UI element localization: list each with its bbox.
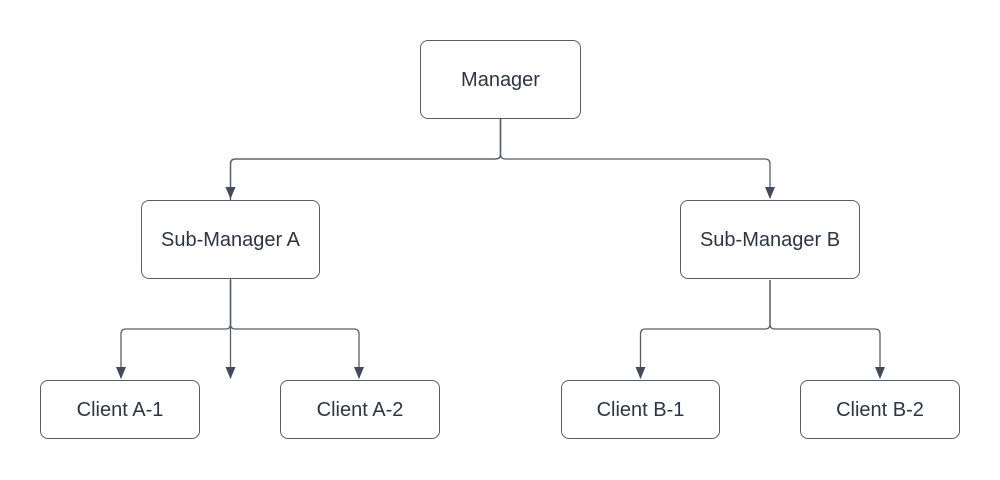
node-client-a1-label: Client A-1 [76,398,164,421]
connector-sub-a-to-client-a1 [116,280,232,379]
node-client-b2-label: Client B-2 [836,398,924,421]
connector-sub-b-to-client-b2 [769,280,885,379]
node-client-a1: Client A-1 [40,380,200,439]
connector-manager-to-sub-b [499,119,775,199]
connector-sub-a-to-client-a2 [229,280,364,379]
node-client-b2: Client B-2 [800,380,960,439]
node-client-a2-label: Client A-2 [316,398,404,421]
node-sub-manager-b: Sub-Manager B [680,200,860,279]
node-sub-manager-a-label: Sub-Manager A [161,228,300,251]
node-sub-manager-b-label: Sub-Manager B [699,228,841,251]
node-manager: Manager [420,40,581,119]
node-client-b1-label: Client B-1 [596,398,685,421]
node-manager-label: Manager [461,68,540,91]
connector-sub-b-to-client-b1 [635,280,771,379]
node-client-a2: Client A-2 [280,380,440,439]
node-client-b1: Client B-1 [561,380,720,439]
node-sub-manager-a: Sub-Manager A [141,200,320,279]
connector-manager-to-sub-a [225,119,502,199]
